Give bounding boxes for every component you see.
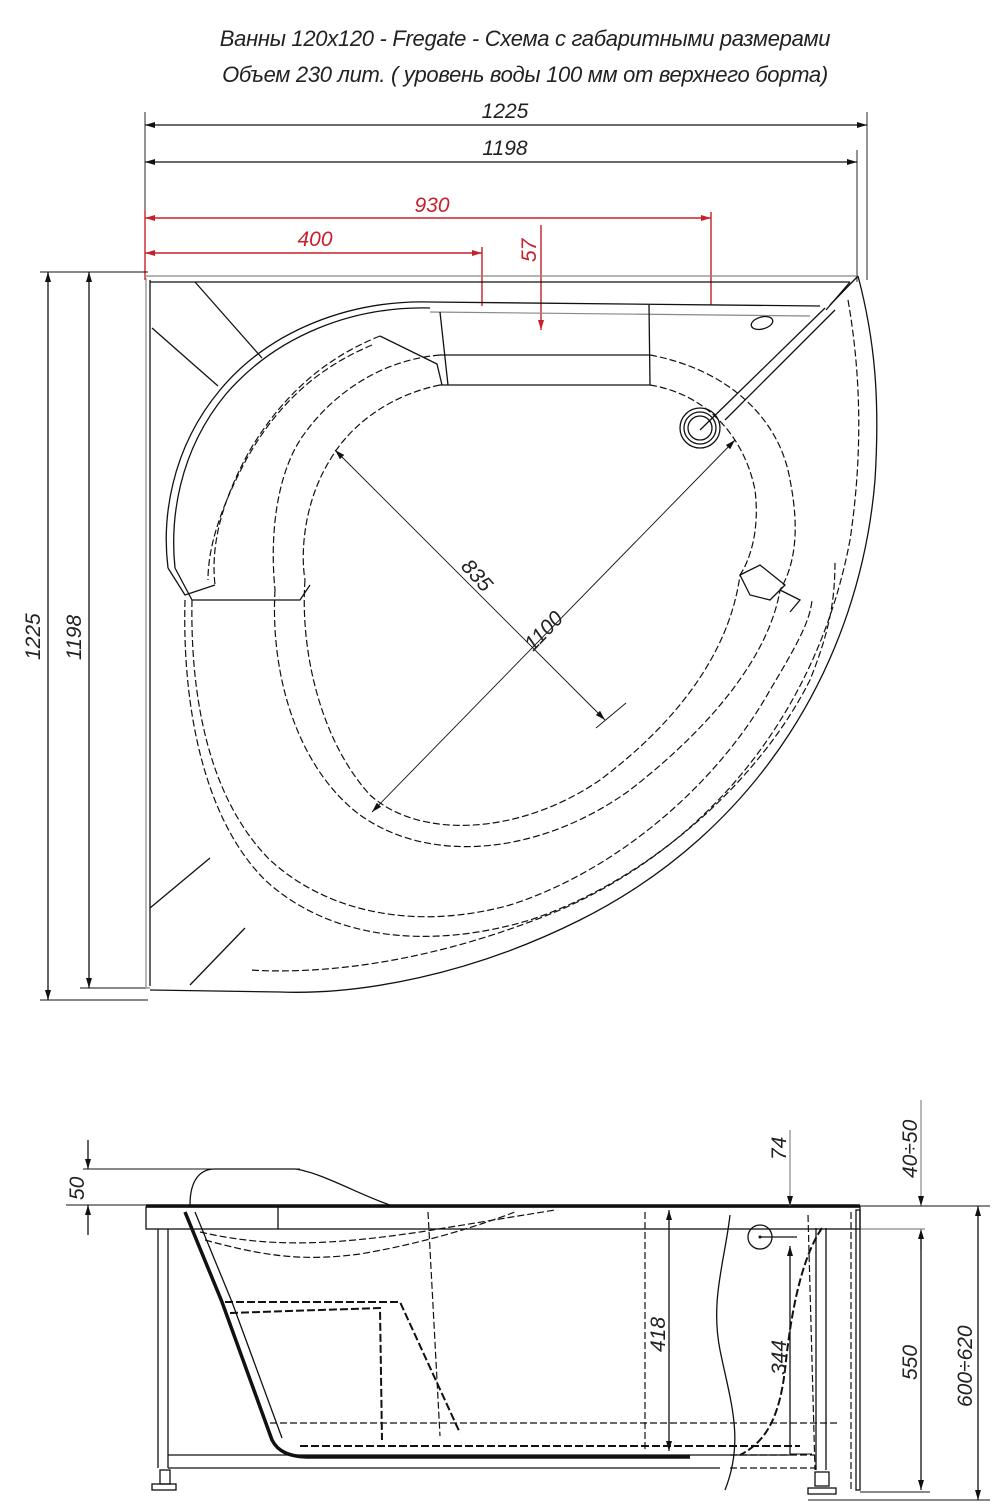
dimension-344: 344 <box>768 1246 812 1455</box>
dimension-40-50: 40÷50 <box>899 1100 924 1250</box>
svg-text:344: 344 <box>768 1340 791 1375</box>
drawing-title: Ванны 120x120 - Fregate - Схема с габари… <box>219 26 831 51</box>
leg-right <box>807 1228 837 1495</box>
svg-text:600÷620: 600÷620 <box>954 1325 977 1407</box>
dimension-400: 400 <box>145 228 483 306</box>
dimension-74: 74 <box>768 1130 793 1206</box>
overflow-icon <box>750 315 774 331</box>
svg-text:57: 57 <box>518 237 541 262</box>
svg-text:1100: 1100 <box>520 607 568 656</box>
dimension-600-620: 600÷620 <box>808 1205 990 1501</box>
svg-text:835: 835 <box>456 555 497 597</box>
dimension-50: 50 <box>66 1140 300 1235</box>
drawing-subtitle: Объем 230 лит. ( уровень воды 100 мм от … <box>222 62 828 87</box>
dimension-1225-vertical: 1225 <box>22 271 148 1001</box>
dimension-1100: 1100 <box>371 439 736 813</box>
svg-text:1225: 1225 <box>482 100 529 123</box>
dimension-835: 835 <box>334 449 627 729</box>
dimension-1198-horizontal: 1198 <box>145 137 858 282</box>
dimension-550: 550 <box>860 1232 930 1493</box>
overflow-symbol <box>747 1224 797 1250</box>
dimension-930: 930 <box>144 194 712 305</box>
top-view: 1225 1198 930 400 57 1225 <box>22 100 878 1001</box>
svg-text:1198: 1198 <box>63 615 86 660</box>
svg-text:400: 400 <box>297 228 332 251</box>
svg-text:418: 418 <box>647 1317 670 1352</box>
svg-text:40÷50: 40÷50 <box>899 1119 922 1178</box>
svg-text:1198: 1198 <box>482 137 527 160</box>
leg-left <box>151 1229 177 1491</box>
svg-text:50: 50 <box>66 1176 89 1200</box>
svg-text:1225: 1225 <box>22 613 45 660</box>
svg-text:930: 930 <box>414 194 449 217</box>
bathtub-outline <box>145 275 878 993</box>
side-view: 50 <box>66 1100 990 1501</box>
dimension-1198-vertical: 1198 <box>63 272 148 989</box>
svg-text:550: 550 <box>899 1345 922 1380</box>
svg-text:74: 74 <box>768 1137 791 1160</box>
dimension-418: 418 <box>644 1210 672 1451</box>
dimension-57: 57 <box>518 225 544 330</box>
dimension-1225-horizontal: 1225 <box>144 100 868 280</box>
drain-icon <box>679 407 721 449</box>
